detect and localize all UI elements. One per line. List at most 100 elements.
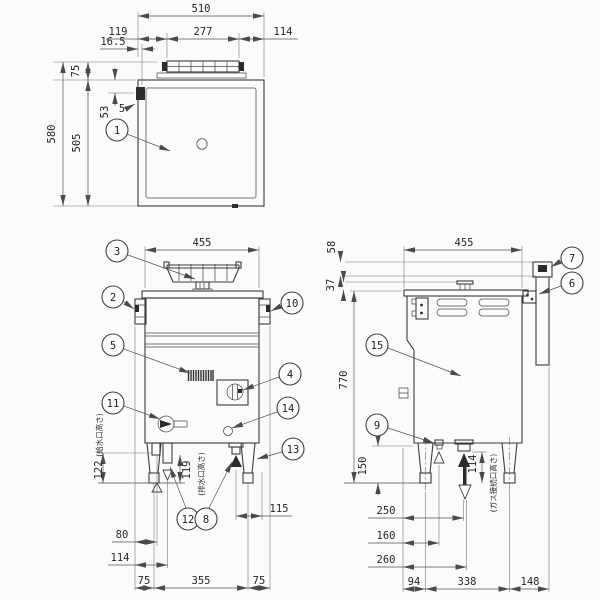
dim-label: 114 [274, 26, 293, 38]
callout-15: 15 [365, 333, 462, 377]
plan-center-hole [196, 138, 208, 150]
front-pilot-valve [157, 415, 188, 433]
dim-58-37: 58 37 [325, 241, 347, 301]
dim-side-bottom-row: 94 338 148 [403, 367, 550, 592]
top-view-geometry [136, 60, 265, 208]
front-control-panel [216, 379, 249, 406]
dim-label: 580 [46, 125, 58, 144]
callout-9: 9 [365, 413, 435, 444]
side-gas-cock [434, 439, 444, 450]
callout-number: 3 [114, 246, 120, 258]
front-top-plate [141, 290, 264, 299]
callout-number: 5 [110, 340, 116, 352]
front-pilot-hole [223, 426, 233, 436]
dim-16-5: 16.5 [100, 36, 155, 85]
dim-label: 119 [181, 461, 193, 480]
dim-label: 250 [377, 505, 396, 517]
dim-supply-height: 122 (給水口高さ) [93, 413, 151, 483]
callout-number: 14 [282, 403, 295, 415]
dim-depth-offsets: 250 160 260 [368, 448, 467, 592]
side-handle-profile [411, 297, 429, 320]
side-gas-fitting [454, 439, 474, 485]
plan-bottom-tab [232, 204, 238, 208]
front-flue-grill [163, 261, 242, 292]
callout-2: 2 [101, 285, 135, 310]
side-lid-knob [456, 280, 474, 290]
dim-label: 455 [193, 237, 212, 249]
callout-13: 13 [256, 437, 305, 461]
callout-number: 9 [374, 420, 380, 432]
plan-inlet-fitting [136, 87, 145, 100]
dim-supply-drain-offsets: 80 114 [108, 326, 271, 590]
side-reference-lines [345, 261, 536, 283]
dim-label: 455 [455, 237, 474, 249]
dim-label: 770 [338, 371, 350, 390]
callout-number: 10 [286, 298, 299, 310]
side-top-plate [403, 289, 529, 297]
callout-number: 11 [107, 398, 120, 410]
dim-label: 122 [93, 461, 105, 480]
callout-number: 6 [569, 278, 575, 290]
plan-flue-grill [156, 60, 247, 79]
front-right-handle [258, 298, 271, 325]
side-view-geometry [344, 261, 553, 501]
dim-53-5: 53 5 [99, 68, 136, 118]
dim-label: 16.5 [100, 36, 125, 48]
front-view-dimensions: 455 122 (給水口高さ) 119 (排水口高さ) 115 [93, 237, 292, 591]
dim-label: 75 [138, 575, 151, 587]
front-trim-bands [145, 332, 259, 348]
dim-75-505-580: 75 505 580 [46, 61, 157, 207]
dim-label: 510 [192, 3, 211, 15]
plan-body-outline [137, 79, 265, 207]
dim-label: 94 [408, 576, 421, 588]
callout-number: 8 [203, 514, 209, 526]
front-view-geometry [98, 261, 271, 493]
dim-label: 75 [70, 65, 82, 78]
dim-label: 338 [458, 576, 477, 588]
dim-label: 80 [116, 529, 129, 541]
dim-119-277-114: 119 277 114 [106, 26, 298, 58]
callout-number: 1 [114, 125, 120, 137]
callout-7: 7 [550, 246, 584, 270]
dim-label: 119 [109, 26, 128, 38]
callout-number: 12 [182, 514, 195, 526]
callout-number: 13 [287, 444, 300, 456]
top-view-dimensions: 510 119 277 114 16.5 [46, 3, 298, 207]
callout-number: 2 [110, 292, 116, 304]
side-body-outline [406, 296, 523, 444]
front-body-outline [144, 297, 260, 444]
dim-label: 37 [325, 279, 337, 292]
front-gas-fitting [228, 442, 244, 467]
dim-label: 355 [192, 575, 211, 587]
side-flue-duct [522, 261, 553, 366]
callout-10: 10 [270, 291, 304, 315]
dim-note: (排水口高さ) [196, 452, 206, 495]
dim-front-bottom-row: 75 355 75 [135, 483, 270, 591]
dim-gas-height: 114 (ガス接続口高さ) [467, 451, 498, 512]
dim-label: 5 [119, 103, 125, 115]
callout-number: 15 [371, 340, 384, 352]
callout-14: 14 [231, 396, 300, 429]
callout-number: 4 [287, 369, 293, 381]
side-legs [417, 437, 518, 492]
side-view: 455 58 37 770 150 [325, 237, 584, 592]
dim-510: 510 [137, 3, 265, 77]
dim-label: 58 [326, 241, 338, 254]
front-drain-fitting [162, 442, 173, 482]
front-left-handle [134, 298, 147, 325]
plan-body-inner [145, 87, 257, 199]
dim-gas-from-right: 115 [235, 470, 292, 520]
dim-770: 770 [338, 290, 402, 483]
dim-label: 148 [521, 576, 540, 588]
side-supply-arrow [433, 450, 445, 464]
dim-drain-height: 119 (排水口高さ) [177, 452, 206, 496]
front-louver-vent [187, 370, 214, 381]
dim-note: (給水口高さ) [94, 413, 104, 456]
side-louver-slots [436, 298, 510, 317]
dim-front-455: 455 [144, 237, 260, 288]
callout-4: 4 [242, 362, 302, 391]
dim-label: 114 [111, 552, 130, 564]
top-view: 510 119 277 114 16.5 [46, 3, 298, 208]
dim-label: 505 [71, 134, 83, 153]
